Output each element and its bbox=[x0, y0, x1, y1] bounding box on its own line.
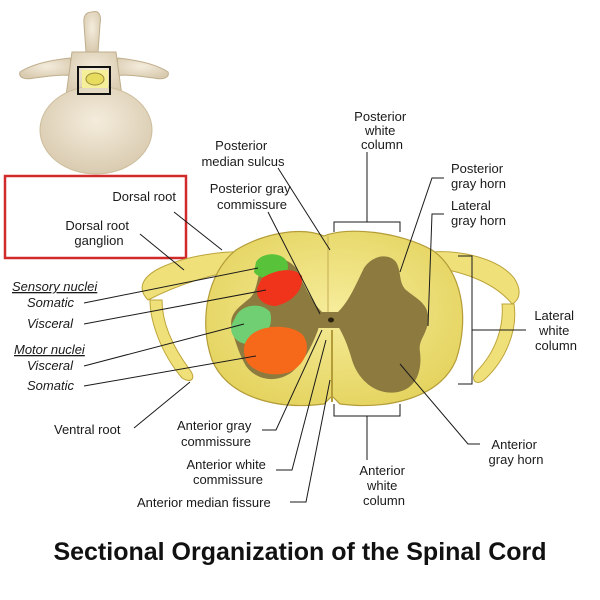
label-posterior-median-sulcus: Posterior median sulcus bbox=[201, 138, 285, 169]
leader-motor-somatic bbox=[83, 355, 257, 387]
label-sensory-somatic: Somatic bbox=[27, 295, 74, 310]
leader-motor-visceral bbox=[83, 323, 245, 367]
label-anterior-gray-horn: Anterior gray horn bbox=[489, 437, 544, 467]
label-posterior-white-column: Posterior white column bbox=[354, 109, 410, 152]
leader-sensory-visceral bbox=[83, 289, 267, 325]
leader-sensory-somatic bbox=[83, 267, 259, 304]
vertebra-thumbnail bbox=[19, 11, 169, 175]
leader-anterior-median-fissure bbox=[290, 379, 331, 503]
sensory-visceral-nucleus bbox=[256, 270, 303, 306]
labels: Posterior white column Posterior median … bbox=[12, 109, 577, 510]
label-dorsal-root-ganglion: Dorsal root ganglion bbox=[65, 218, 132, 248]
label-lateral-gray-horn: Lateral gray horn bbox=[451, 198, 506, 228]
thumbnail-focus-box bbox=[77, 66, 111, 95]
leader-dorsal-root bbox=[173, 211, 223, 251]
label-motor-somatic: Somatic bbox=[27, 378, 74, 393]
posterior-white-column-bracket bbox=[333, 221, 401, 232]
brackets bbox=[333, 152, 526, 460]
spinal-cord-section bbox=[205, 230, 464, 407]
lateral-white-column-bracket bbox=[458, 255, 473, 385]
central-canal bbox=[328, 317, 334, 323]
label-posterior-gray-commissure: Posterior gray commissure bbox=[210, 181, 295, 212]
vertebral-body bbox=[39, 85, 153, 175]
leader-dorsal-root-ganglion bbox=[139, 233, 185, 271]
leader-anterior-gray-commissure bbox=[262, 329, 323, 431]
leader-posterior-median-sulcus bbox=[277, 167, 331, 251]
spinous-process bbox=[83, 11, 101, 53]
leader-posterior-gray-horn bbox=[399, 177, 444, 273]
label-posterior-gray-horn: Posterior gray horn bbox=[451, 161, 507, 191]
leader-lines bbox=[83, 167, 480, 503]
nerve-roots bbox=[141, 251, 520, 383]
leader-lateral-gray-horn bbox=[427, 213, 444, 327]
label-anterior-median-fissure: Anterior median fissure bbox=[137, 495, 271, 510]
ventral-root-left bbox=[149, 299, 194, 381]
label-motor-visceral: Visceral bbox=[27, 358, 74, 373]
leader-anterior-white-commissure bbox=[276, 339, 327, 471]
label-motor-nuclei: Motor nuclei bbox=[14, 342, 86, 357]
thumbnail-cord bbox=[85, 72, 105, 86]
label-anterior-white-column: Anterior white column bbox=[359, 463, 408, 508]
leader-posterior-gray-commissure bbox=[267, 211, 321, 315]
gray-matter-right bbox=[338, 256, 429, 393]
label-anterior-gray-commissure: Anterior gray commissure bbox=[177, 418, 255, 449]
leader-anterior-gray-horn bbox=[399, 363, 480, 445]
label-anterior-white-commissure: Anterior white commissure bbox=[186, 457, 269, 487]
dorsal-root-right bbox=[431, 251, 520, 305]
transverse-process-left bbox=[19, 57, 75, 80]
transverse-process-right bbox=[113, 57, 169, 80]
ventral-root-right bbox=[473, 303, 516, 383]
label-lateral-white-column: Lateral white column bbox=[534, 308, 577, 353]
label-dorsal-root: Dorsal root bbox=[112, 189, 176, 204]
diagram-title: Sectional Organization of the Spinal Cor… bbox=[53, 538, 546, 566]
motor-somatic-nucleus bbox=[243, 326, 307, 375]
label-sensory-nuclei: Sensory nuclei bbox=[12, 279, 98, 294]
leader-ventral-root bbox=[133, 381, 191, 429]
label-sensory-visceral: Visceral bbox=[27, 316, 74, 331]
highlight-box bbox=[3, 174, 188, 260]
label-ventral-root: Ventral root bbox=[54, 422, 121, 437]
